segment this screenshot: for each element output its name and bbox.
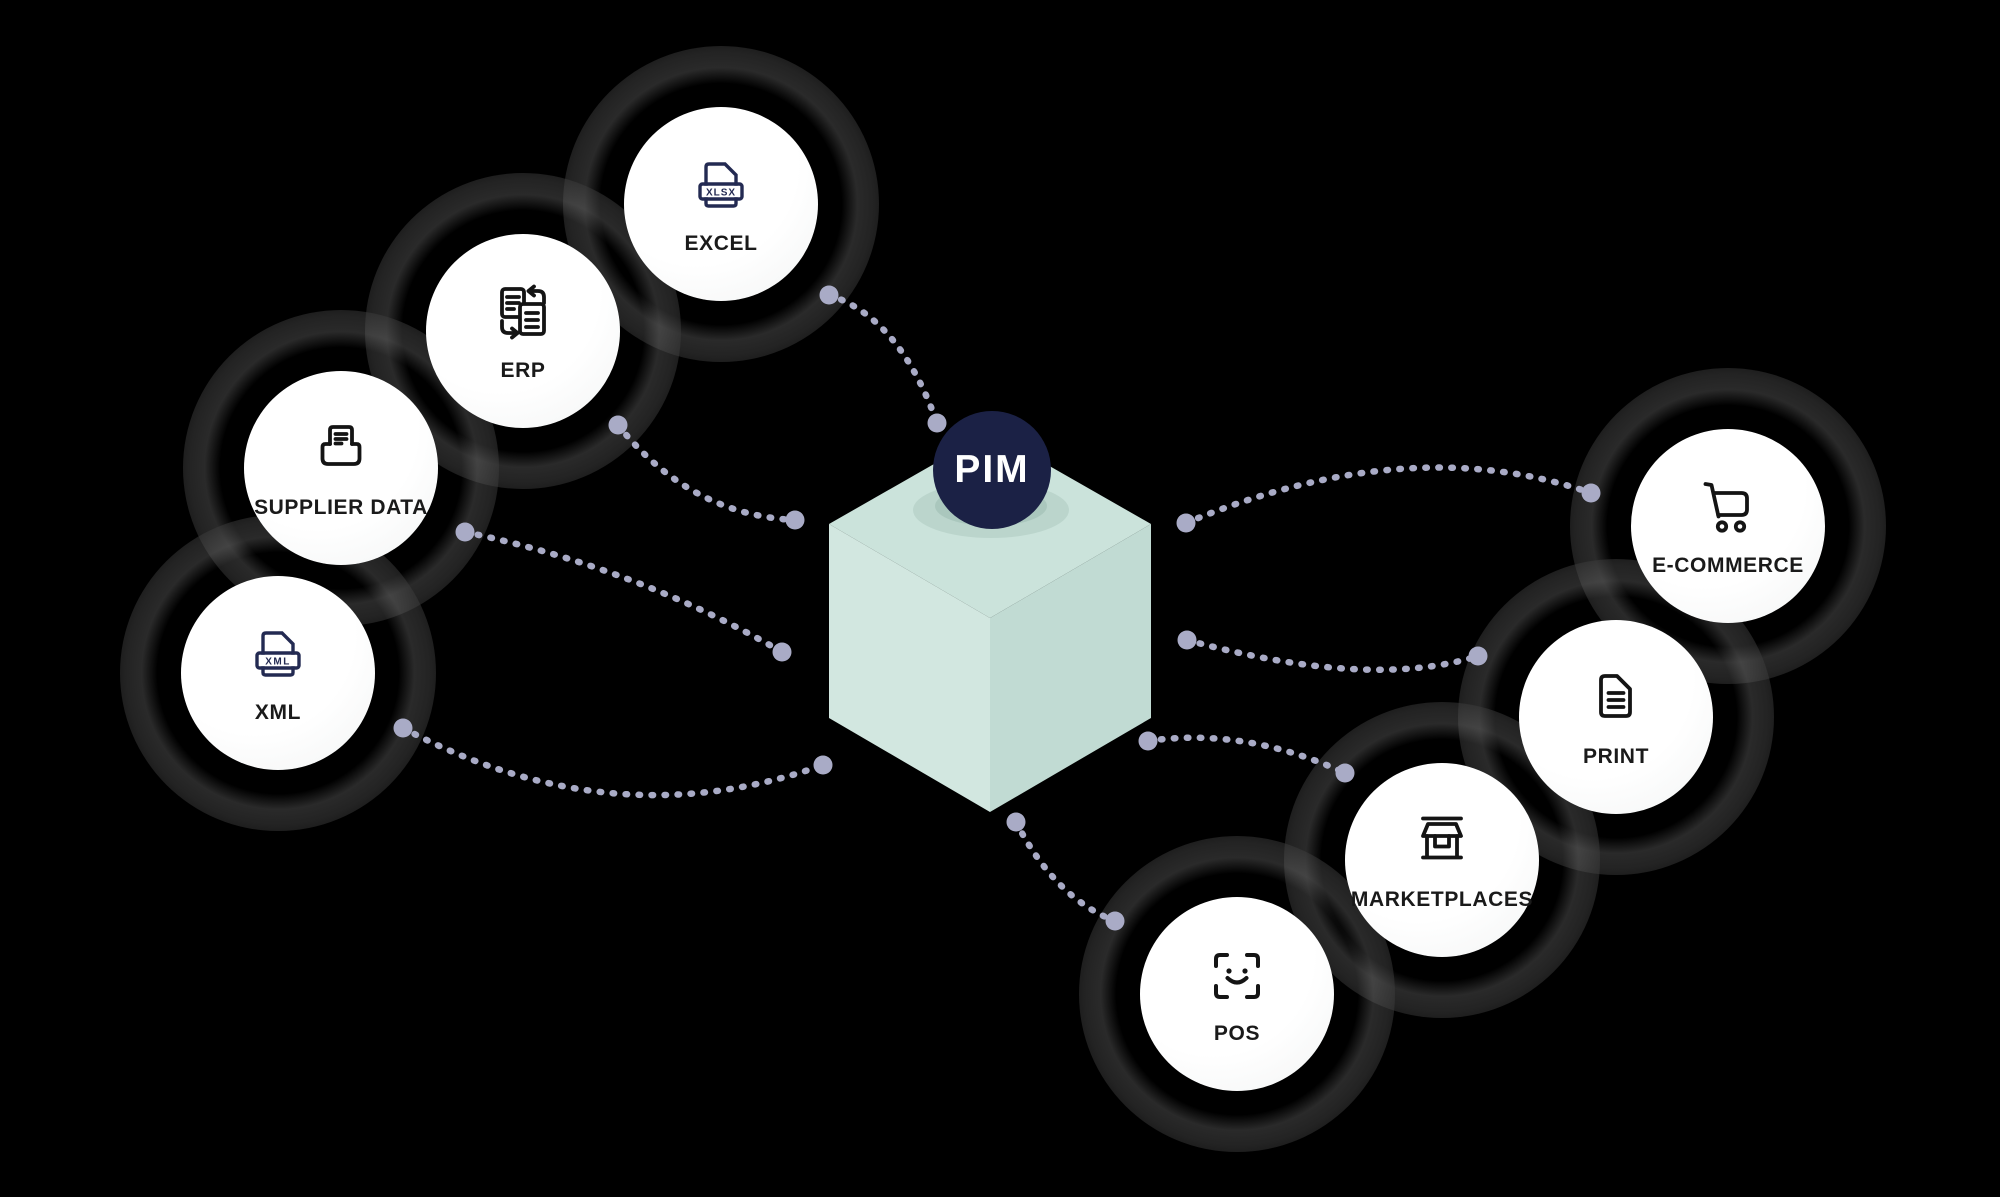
connector-pim-print (1177, 630, 1488, 673)
inbox-document-icon (308, 417, 374, 483)
node-label: XML (254, 700, 302, 724)
node-pos: POS (1140, 897, 1334, 1091)
connector-pim-marketplaces (1138, 731, 1355, 783)
node-xml: XML XML (181, 576, 375, 770)
face-scan-icon (1204, 943, 1270, 1009)
node-label: SUPPLIER DATA (254, 495, 428, 519)
node-marketplaces: MARKETPLACES (1345, 763, 1539, 957)
document-lines-icon (1583, 666, 1649, 732)
sync-documents-icon (490, 280, 556, 346)
xml-file-icon: XML (245, 622, 311, 688)
node-supplier-data: SUPPLIER DATA (244, 371, 438, 565)
shopping-cart-icon (1695, 475, 1761, 541)
xml-icon-text: XML (265, 656, 291, 667)
node-label: POS (1213, 1021, 1261, 1045)
node-label: PRINT (1583, 744, 1649, 768)
pim-label: PIM (954, 448, 1030, 491)
node-ecommerce: E-COMMERCE (1631, 429, 1825, 623)
xlsx-file-icon: XLSX (688, 153, 754, 219)
node-print: PRINT (1519, 620, 1713, 814)
connector-pim-ecommerce (1176, 464, 1601, 533)
xlsx-icon-text: XLSX (706, 187, 736, 198)
node-label: ERP (500, 358, 546, 382)
connector-erp-pim (608, 415, 805, 530)
node-label: EXCEL (684, 231, 758, 255)
connector-excel-pim (819, 285, 947, 433)
node-label: E-COMMERCE (1652, 553, 1804, 577)
storefront-icon (1409, 809, 1475, 875)
connector-xml-pim (393, 718, 833, 799)
node-label: MARKETPLACES (1350, 887, 1534, 911)
node-excel: XLSX EXCEL (624, 107, 818, 301)
connector-supplier-pim (455, 522, 792, 662)
connector-pim-pos (1006, 812, 1125, 931)
pim-badge: PIM (933, 411, 1051, 529)
node-erp: ERP (426, 234, 620, 428)
